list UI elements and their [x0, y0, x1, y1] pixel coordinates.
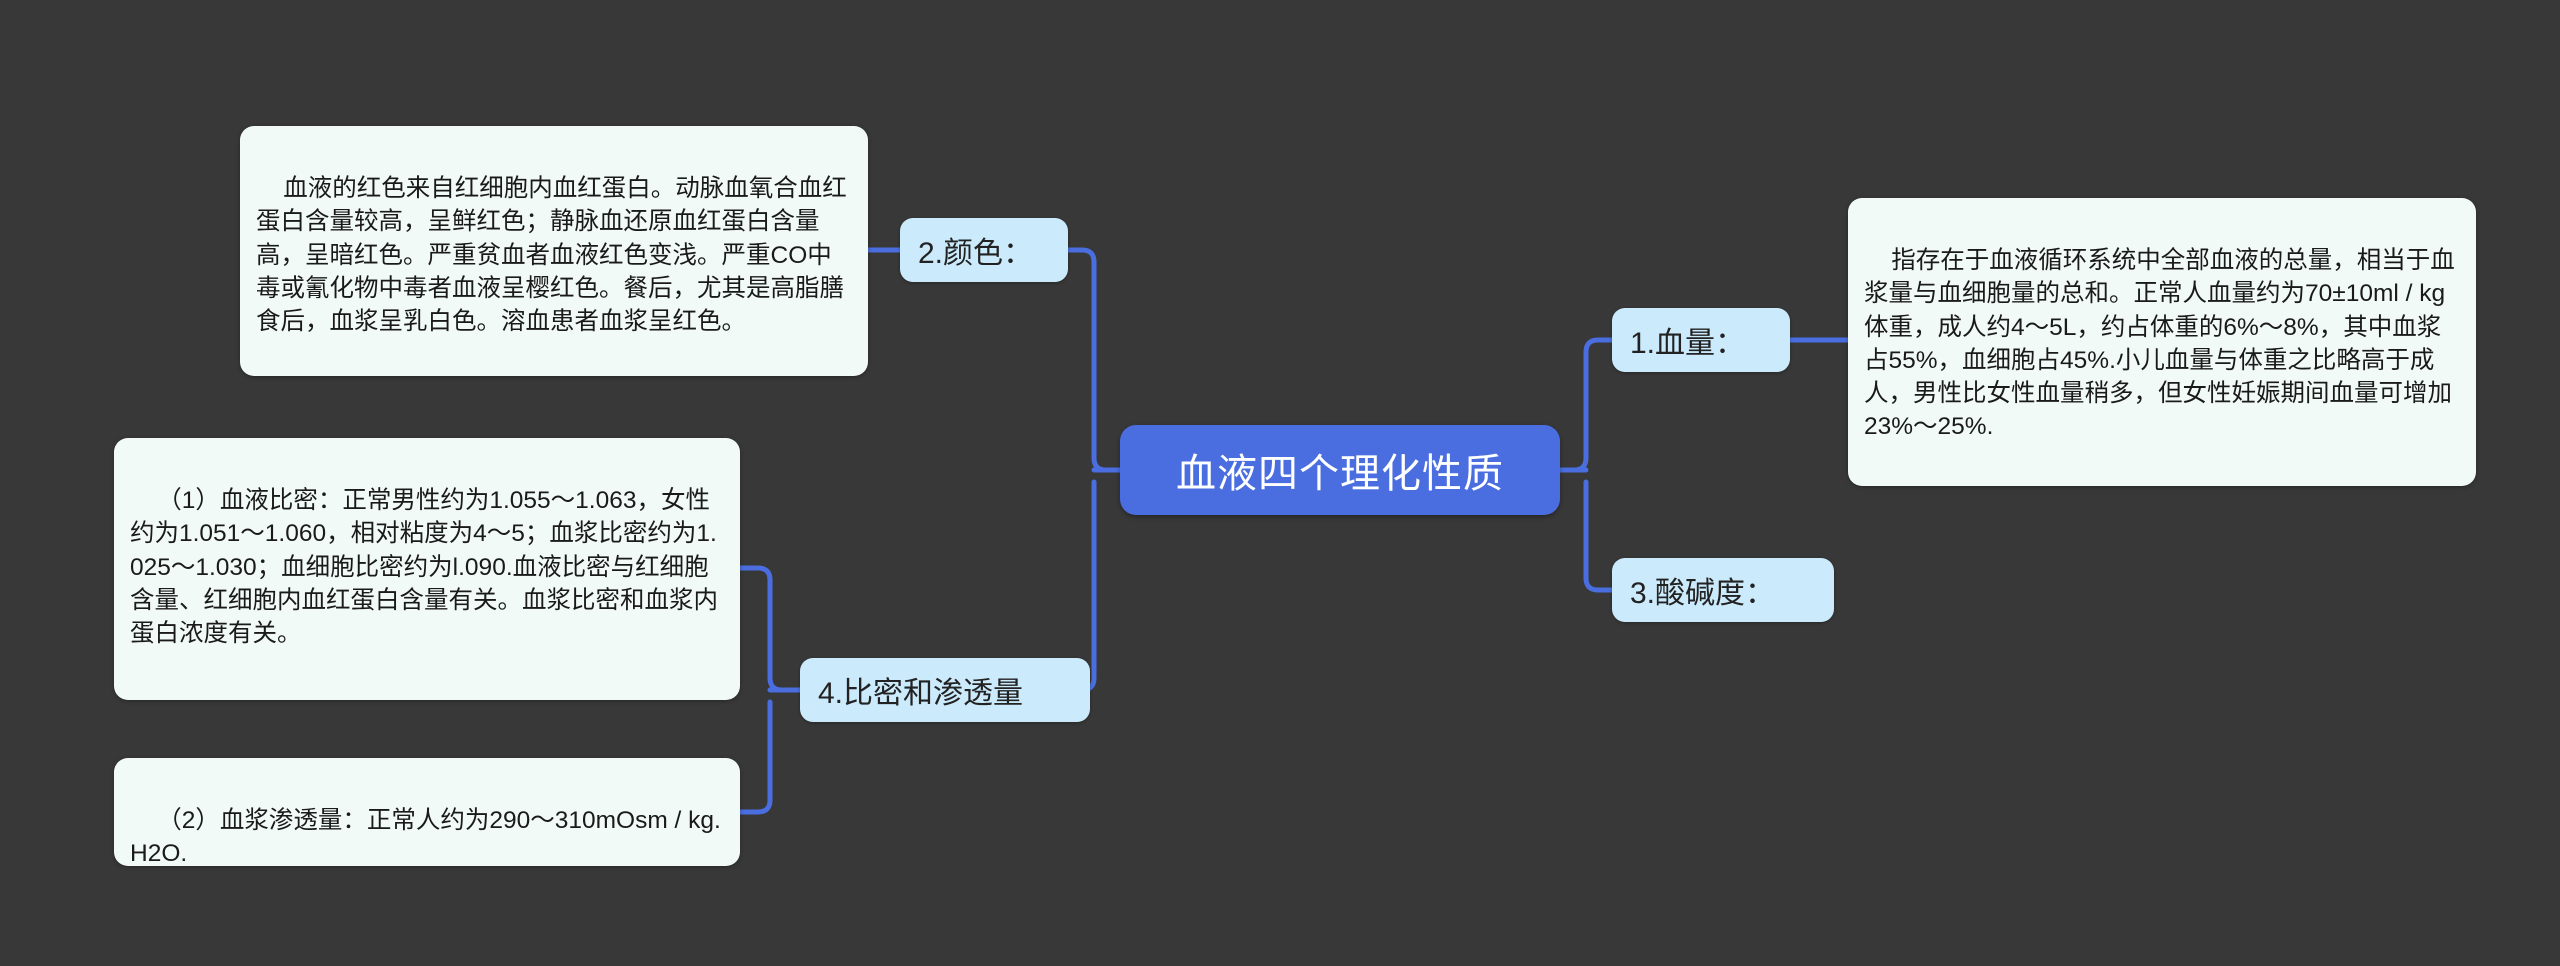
branch-label-color: 2.颜色： — [918, 237, 1034, 270]
branch-node-density-osmolality[interactable]: 4.比密和渗透量 — [800, 658, 1090, 722]
leaf-text-osmolality-detail: （2）血浆渗透量：正常人约为290～310mOsm / kg.H2O. — [130, 807, 721, 866]
connector-osmolality-spine — [737, 699, 773, 815]
leaf-node-color-detail[interactable]: 血液的红色来自红细胞内血红蛋白。动脉血氧合血红蛋白含量较高，呈鲜红色；静脉血还原… — [240, 126, 868, 376]
leaf-text-density-detail: （1）血液比密：正常男性约为1.055～1.063，女性约为1.051～1.06… — [130, 487, 718, 647]
leaf-node-osmolality-detail[interactable]: （2）血浆渗透量：正常人约为290～310mOsm / kg.H2O. — [114, 758, 740, 866]
branch-label-ph: 3.酸碱度： — [1630, 577, 1776, 610]
connector-density-spine — [737, 565, 803, 693]
connector-root-left — [1065, 247, 1123, 473]
root-node[interactable]: 血液四个理化性质 — [1120, 425, 1560, 515]
branch-node-blood-volume[interactable]: 1.血量： — [1612, 308, 1790, 372]
branch-node-color[interactable]: 2.颜色： — [900, 218, 1068, 282]
leaf-text-blood-volume-detail: 指存在于血液循环系统中全部血液的总量，相当于血浆量与血细胞量的总和。正常人血量约… — [1864, 247, 2455, 441]
connector-root-right-down — [1583, 479, 1615, 593]
branch-label-density-osmolality: 4.比密和渗透量 — [818, 677, 1024, 710]
connector-root-right — [1557, 337, 1615, 473]
leaf-node-density-detail[interactable]: （1）血液比密：正常男性约为1.055～1.063，女性约为1.051～1.06… — [114, 438, 740, 700]
leaf-node-blood-volume-detail[interactable]: 指存在于血液循环系统中全部血液的总量，相当于血浆量与血细胞量的总和。正常人血量约… — [1848, 198, 2476, 486]
branch-label-blood-volume: 1.血量： — [1630, 327, 1746, 360]
branch-node-ph[interactable]: 3.酸碱度： — [1612, 558, 1834, 622]
leaf-text-color-detail: 血液的红色来自红细胞内血红蛋白。动脉血氧合血红蛋白含量较高，呈鲜红色；静脉血还原… — [256, 175, 847, 335]
root-label: 血液四个理化性质 — [1176, 452, 1504, 496]
